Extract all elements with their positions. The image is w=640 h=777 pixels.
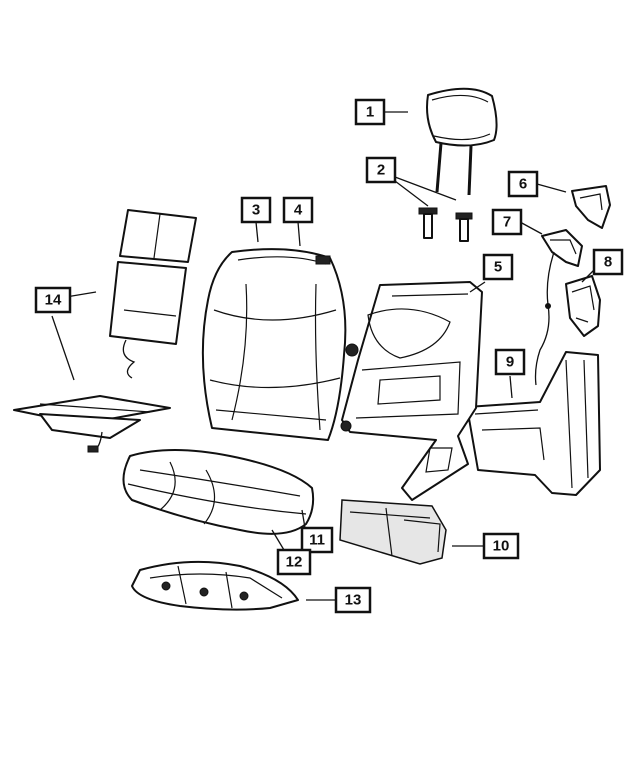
seatback-cushion bbox=[201, 248, 347, 441]
callout-2: 2 bbox=[365, 156, 397, 184]
callout-4: 4 bbox=[282, 196, 314, 224]
upper-trim-bezel bbox=[571, 185, 611, 229]
callout-14: 14 bbox=[34, 286, 72, 314]
callout-label: 8 bbox=[604, 254, 612, 271]
callout-label: 7 bbox=[503, 214, 511, 231]
side-shield-cover bbox=[565, 275, 601, 337]
callout-label: 1 bbox=[366, 104, 374, 121]
callout-label: 2 bbox=[377, 162, 385, 179]
callout-6: 6 bbox=[507, 170, 539, 198]
seat-cushion bbox=[122, 449, 315, 535]
callout-label: 9 bbox=[506, 354, 514, 371]
callout-label: 4 bbox=[294, 202, 303, 219]
headrest-guides bbox=[418, 207, 473, 242]
outer-side-shield bbox=[466, 351, 601, 496]
callout-label: 12 bbox=[286, 554, 303, 571]
callout-1: 1 bbox=[354, 98, 386, 126]
callout-label: 3 bbox=[252, 202, 260, 219]
callout-12: 12 bbox=[276, 548, 312, 576]
seatback-frame bbox=[340, 281, 483, 501]
under-seat-trim bbox=[339, 499, 447, 565]
recliner-handle bbox=[534, 229, 583, 386]
seat-pan-frame bbox=[131, 560, 299, 611]
callout-10: 10 bbox=[482, 532, 520, 560]
callout-7: 7 bbox=[491, 208, 523, 236]
callout-13: 13 bbox=[334, 586, 372, 614]
seat-heater-pads bbox=[13, 209, 197, 453]
callout-label: 5 bbox=[494, 259, 502, 276]
callout-label: 10 bbox=[493, 538, 510, 555]
callout-9: 9 bbox=[494, 348, 526, 376]
callout-11: 11 bbox=[300, 526, 334, 554]
callout-3: 3 bbox=[240, 196, 272, 224]
callout-label: 11 bbox=[309, 532, 325, 549]
callout-label: 6 bbox=[519, 176, 527, 193]
callout-label: 13 bbox=[345, 592, 362, 609]
callout-8: 8 bbox=[592, 248, 624, 276]
callout-label: 14 bbox=[45, 292, 62, 309]
headrest bbox=[426, 87, 498, 196]
callout-5: 5 bbox=[482, 253, 514, 281]
